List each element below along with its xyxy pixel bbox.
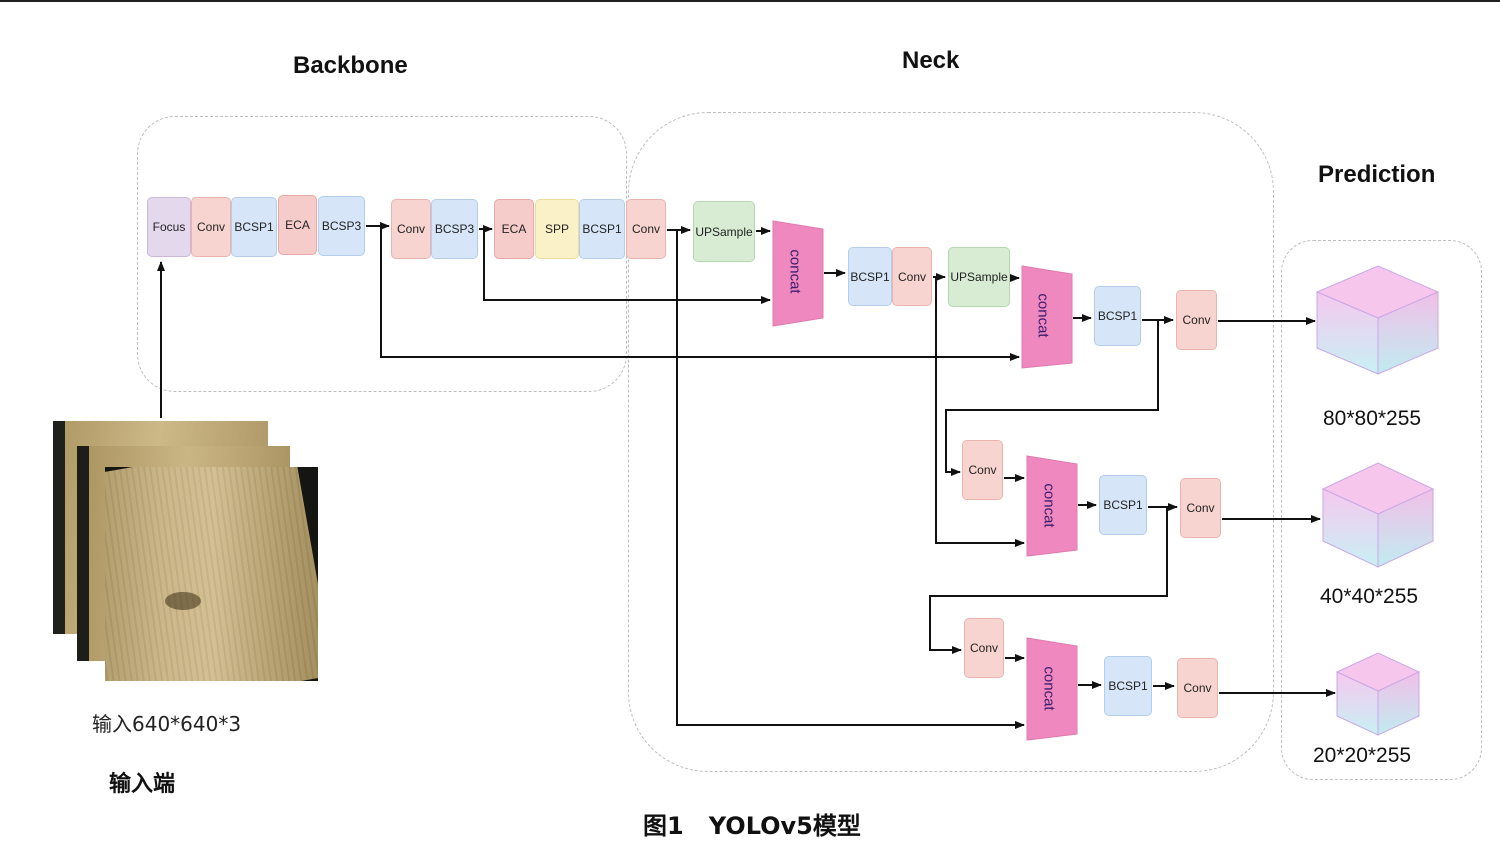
- bcsp3-block: BCSP3: [431, 199, 478, 259]
- spp-block: SPP: [535, 199, 579, 259]
- conv-block: Conv: [626, 199, 666, 259]
- conv-block: Conv: [1176, 290, 1217, 350]
- prediction-title: Prediction: [1318, 161, 1436, 188]
- route-to-conv-level3: [929, 507, 1168, 654]
- output-cube: [1335, 652, 1421, 736]
- skip-bcsp3-to-concat1: [483, 229, 771, 304]
- figure-caption: 图1 YOLOv5模型: [643, 812, 861, 840]
- neck-group: [628, 112, 1274, 772]
- conv-block: Conv: [892, 247, 932, 306]
- concat-block: [1026, 455, 1078, 557]
- conv-block: Conv: [391, 199, 431, 259]
- conv-block: Conv: [962, 440, 1003, 500]
- input-end-label: 输入端: [109, 772, 176, 797]
- output-size-label: 20*20*255: [1313, 744, 1412, 767]
- conv-block: Conv: [1180, 478, 1221, 538]
- route-backbone-conv-to-concat4: [676, 230, 1025, 729]
- route-conv-to-concat3: [935, 277, 1025, 547]
- conv-block: Conv: [1177, 658, 1218, 718]
- concat-block: [1026, 637, 1078, 741]
- input-size-caption: 输入640*640*3: [92, 712, 242, 736]
- output-cube: [1321, 462, 1435, 568]
- concat-block: [772, 220, 824, 327]
- neck-title: Neck: [902, 47, 960, 74]
- bcsp1-block: BCSP1: [1104, 656, 1152, 716]
- prediction-group: [1281, 240, 1482, 780]
- upsample-block: UPSample: [948, 247, 1010, 307]
- conv-block: Conv: [191, 197, 231, 257]
- bcsp1-block: BCSP1: [1094, 286, 1141, 346]
- route-to-conv-level2: [945, 320, 1159, 476]
- focus-block: Focus: [147, 197, 191, 257]
- concat-block: [1021, 265, 1073, 369]
- concat-label: concat: [1040, 666, 1058, 711]
- bcsp1-block: BCSP1: [848, 247, 892, 306]
- top-rule: [0, 0, 1500, 2]
- output-size-label: 80*80*255: [1323, 407, 1422, 430]
- concat-label: concat: [1040, 483, 1058, 528]
- bcsp3-block: BCSP3: [318, 196, 365, 256]
- input-image-front: [105, 467, 318, 681]
- bcsp1-block: BCSP1: [579, 199, 625, 259]
- concat-label: concat: [786, 249, 804, 294]
- upsample-block: UPSample: [693, 201, 755, 262]
- eca-block: ECA: [278, 195, 317, 255]
- bcsp1-block: BCSP1: [1099, 475, 1147, 535]
- eca-block: ECA: [494, 199, 534, 259]
- output-cube: [1315, 265, 1440, 375]
- bcsp1-block: BCSP1: [231, 197, 277, 257]
- concat-label: concat: [1034, 293, 1052, 338]
- conv-block: Conv: [964, 618, 1004, 678]
- skip-bcsp3-to-concat2: [380, 226, 1020, 361]
- output-size-label: 40*40*255: [1320, 585, 1419, 608]
- backbone-title: Backbone: [293, 52, 408, 79]
